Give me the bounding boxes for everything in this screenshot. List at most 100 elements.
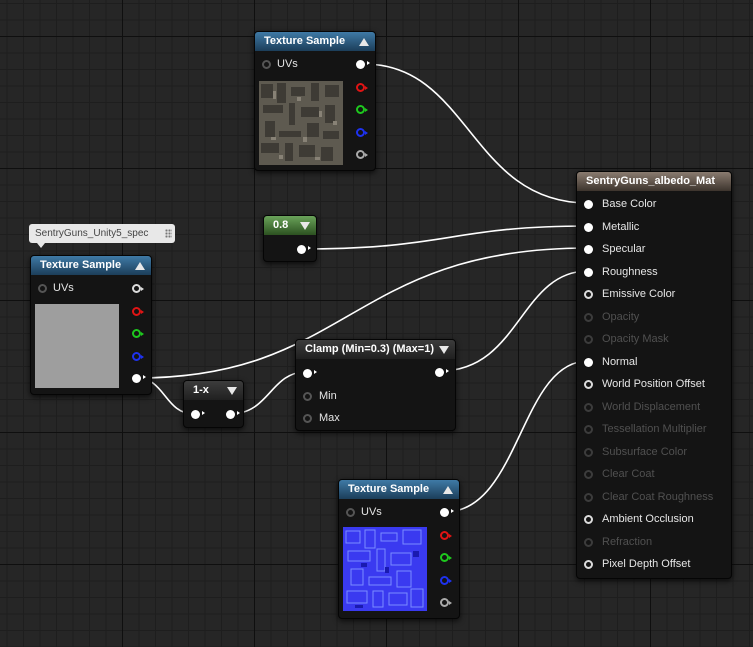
material-input-label: Tessellation Multiplier	[602, 423, 707, 435]
material-input-pin[interactable]	[584, 470, 593, 479]
material-input-pin[interactable]	[584, 290, 593, 299]
material-input-label: Subsurface Color	[602, 445, 687, 458]
material-input-pin[interactable]	[584, 537, 593, 547]
rgb-output-pin[interactable]	[132, 284, 144, 293]
expand-icon[interactable]	[227, 387, 237, 395]
max-input-pin[interactable]	[303, 414, 312, 423]
node-header[interactable]: Texture Sample	[339, 480, 459, 499]
material-input-pin[interactable]	[584, 425, 593, 434]
material-input-label: World Displacement	[602, 400, 701, 413]
uvs-input-pin[interactable]	[262, 60, 271, 69]
material-input-label: Clear Coat Roughness	[602, 490, 714, 503]
uvs-label: UVs	[53, 282, 74, 294]
material-input-pin[interactable]	[584, 312, 593, 322]
node-header[interactable]: Clamp (Min=0.3) (Max=1)	[296, 340, 455, 359]
alpha-output-pin[interactable]	[440, 598, 452, 607]
alpha-output-pin[interactable]	[132, 374, 146, 383]
uvs-label: UVs	[361, 506, 382, 518]
material-input-pin[interactable]	[584, 492, 593, 502]
red-output-pin[interactable]	[132, 307, 144, 316]
material-input-pin[interactable]	[584, 335, 593, 344]
material-input-label: Pixel Depth Offset	[602, 558, 691, 570]
texture-sample-node-bottom[interactable]: Texture Sample UVs	[338, 479, 460, 619]
collapse-icon[interactable]	[135, 262, 145, 270]
material-input-label: World Position Offset	[602, 378, 705, 390]
one-minus-output-pin[interactable]	[226, 410, 240, 419]
green-output-pin[interactable]	[132, 329, 144, 338]
red-output-pin[interactable]	[356, 83, 368, 92]
material-input-pin[interactable]	[584, 222, 593, 232]
green-output-pin[interactable]	[356, 105, 368, 114]
node-header[interactable]: SentryGuns_albedo_Mat	[577, 172, 731, 191]
material-input-label: Ambient Occlusion	[602, 513, 694, 525]
clamp-input-pin[interactable]	[303, 369, 317, 378]
wire-metallic	[300, 225, 589, 250]
alpha-output-pin[interactable]	[356, 150, 368, 159]
node-title: 1-x	[193, 384, 209, 396]
green-output-pin[interactable]	[440, 553, 452, 562]
material-input-pin[interactable]	[584, 447, 593, 457]
material-input-label: Roughness	[602, 265, 658, 278]
min-input-pin[interactable]	[303, 392, 312, 401]
material-input-label: Clear Coat	[602, 468, 655, 480]
material-input-label: Base Color	[602, 198, 657, 210]
material-input-pin[interactable]	[584, 402, 593, 412]
texture-sample-node-left[interactable]: Texture Sample UVs	[30, 255, 152, 395]
one-minus-input-pin[interactable]	[191, 410, 205, 419]
uvs-label: UVs	[277, 58, 298, 70]
node-title: Texture Sample	[264, 35, 346, 47]
material-input-pin[interactable]	[584, 560, 593, 569]
collapse-icon[interactable]	[443, 486, 453, 494]
comment-bubble[interactable]: SentryGuns_Unity5_spec	[29, 224, 175, 248]
material-input-label: Refraction	[602, 535, 653, 548]
material-input-label: Metallic	[602, 220, 640, 233]
wire-specular	[136, 247, 589, 379]
red-output-pin[interactable]	[440, 531, 452, 540]
constant-node[interactable]: 0.8	[263, 215, 317, 262]
node-title: Texture Sample	[348, 483, 430, 495]
material-input-pin[interactable]	[584, 357, 593, 367]
one-minus-node[interactable]: 1-x	[183, 380, 244, 428]
drag-handle-icon[interactable]	[165, 229, 172, 238]
texture-sample-node-top[interactable]: Texture Sample UVs	[254, 31, 376, 171]
rgb-output-pin[interactable]	[356, 60, 370, 69]
uvs-input-pin[interactable]	[38, 284, 47, 293]
node-title: Texture Sample	[40, 259, 122, 271]
expand-icon[interactable]	[439, 346, 449, 354]
normal-map-thumbnail	[343, 527, 427, 611]
material-input-pin[interactable]	[584, 380, 593, 389]
comment-text: SentryGuns_Unity5_spec	[35, 228, 149, 239]
node-header[interactable]: 1-x	[184, 381, 243, 400]
node-header[interactable]: Texture Sample	[255, 32, 375, 51]
node-header[interactable]: 0.8	[264, 216, 316, 235]
expand-icon[interactable]	[300, 222, 310, 230]
min-label: Min	[319, 390, 337, 402]
wire-normal	[444, 360, 589, 513]
material-input-label: Emissive Color	[602, 288, 676, 300]
material-title: SentryGuns_albedo_Mat	[586, 175, 715, 187]
clamp-node[interactable]: Clamp (Min=0.3) (Max=1) Min Max	[295, 339, 456, 431]
blue-output-pin[interactable]	[132, 352, 144, 361]
node-header[interactable]: Texture Sample	[31, 256, 151, 275]
spec-texture-thumbnail	[35, 304, 119, 388]
blue-output-pin[interactable]	[440, 576, 452, 585]
uvs-input-pin[interactable]	[346, 508, 355, 517]
collapse-icon[interactable]	[359, 38, 369, 46]
blue-output-pin[interactable]	[356, 128, 368, 137]
clamp-output-pin[interactable]	[435, 368, 449, 377]
material-input-label: Opacity Mask	[602, 333, 669, 345]
material-input-pin[interactable]	[584, 515, 593, 524]
material-input-pin[interactable]	[584, 245, 593, 254]
albedo-texture-thumbnail	[259, 81, 343, 165]
material-input-label: Specular	[602, 243, 646, 255]
material-input-pin[interactable]	[584, 200, 593, 209]
wire-base-color	[363, 63, 589, 204]
constant-output-pin[interactable]	[297, 245, 311, 254]
material-input-label: Opacity	[602, 310, 640, 323]
material-input-label: Normal	[602, 355, 638, 368]
material-input-pin[interactable]	[584, 267, 593, 277]
wire-roughness	[439, 270, 589, 372]
rgb-output-pin[interactable]	[440, 508, 454, 517]
max-label: Max	[319, 412, 340, 424]
